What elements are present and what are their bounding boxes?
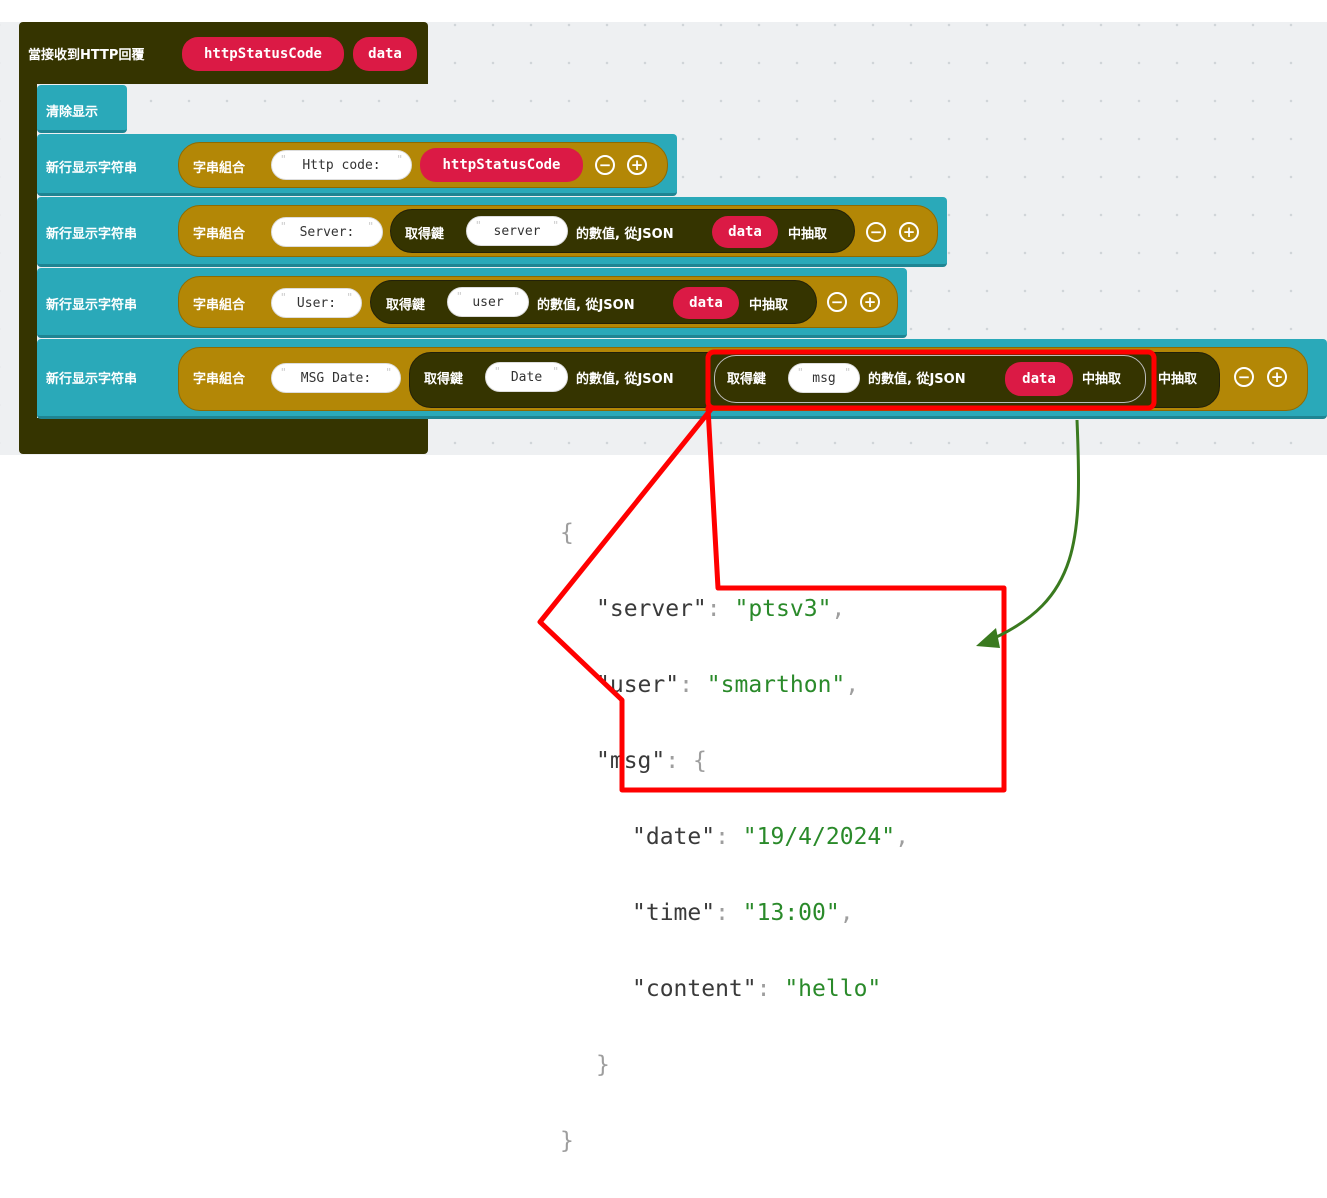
from-json-label: 的數值, 從JSON — [537, 298, 635, 313]
plus-button[interactable]: + — [1267, 367, 1287, 387]
extract-label: 中抽取 — [788, 227, 828, 242]
param-data[interactable]: data — [353, 37, 417, 71]
param-httpstatuscode[interactable]: httpStatusCode — [182, 37, 344, 71]
join-label: 字串組合 — [193, 372, 246, 387]
json-close-brace: } — [560, 1128, 574, 1154]
minus-button[interactable]: − — [827, 292, 847, 312]
minus-button[interactable]: − — [595, 155, 615, 175]
get-key-label: 取得鍵 — [405, 227, 445, 242]
json-line-server: "server": "ptsv3", — [596, 596, 846, 622]
join-label: 字串組合 — [193, 161, 246, 176]
var-httpstatuscode[interactable]: httpStatusCode — [420, 148, 583, 182]
key-server[interactable]: server — [466, 216, 568, 246]
string-msg-date[interactable]: MSG Date: — [271, 363, 401, 393]
json-inner-close-brace: } — [596, 1052, 610, 1078]
key-date[interactable]: Date — [485, 362, 568, 392]
json-line-time: "time": "13:00", — [632, 900, 854, 926]
clear-display-label: 清除显示 — [46, 105, 99, 120]
extract-label: 中抽取 — [749, 298, 789, 313]
var-data[interactable]: data — [1005, 362, 1073, 396]
json-line-msg: "msg": { — [596, 748, 707, 774]
event-block-body — [19, 84, 37, 424]
plus-button[interactable]: + — [627, 155, 647, 175]
clear-display-block[interactable] — [37, 85, 127, 133]
event-title: 當接收到HTTP回覆 — [28, 48, 145, 63]
join-label: 字串組合 — [193, 298, 246, 313]
json-open-brace: { — [560, 520, 574, 546]
get-key-label: 取得鍵 — [727, 372, 767, 387]
json-line-date: "date": "19/4/2024", — [632, 824, 909, 850]
key-msg[interactable]: msg — [788, 363, 860, 393]
string-server[interactable]: Server: — [271, 217, 383, 247]
var-data[interactable]: data — [712, 216, 778, 248]
from-json-label: 的數值, 從JSON — [576, 372, 674, 387]
from-json-label: 的數值, 從JSON — [868, 372, 966, 387]
minus-button[interactable]: − — [866, 222, 886, 242]
extract-label: 中抽取 — [1158, 372, 1198, 387]
var-data[interactable]: data — [673, 287, 739, 319]
json-line-content: "content": "hello" — [632, 976, 882, 1002]
from-json-label: 的數值, 從JSON — [576, 227, 674, 242]
plus-button[interactable]: + — [899, 222, 919, 242]
string-user[interactable]: User: — [271, 288, 362, 318]
key-user[interactable]: user — [447, 287, 529, 317]
json-line-user: "user": "smarthon", — [596, 672, 860, 698]
plus-button[interactable]: + — [860, 292, 880, 312]
show-string-label: 新行显示字符串 — [46, 372, 138, 387]
json-get-block-user[interactable] — [370, 280, 817, 324]
show-string-label: 新行显示字符串 — [46, 298, 138, 313]
minus-button[interactable]: − — [1234, 367, 1254, 387]
get-key-label: 取得鍵 — [386, 298, 426, 313]
extract-label: 中抽取 — [1082, 372, 1122, 387]
get-key-label: 取得鍵 — [424, 372, 464, 387]
event-block-bottom — [19, 418, 428, 454]
join-label: 字串組合 — [193, 227, 246, 242]
arrow-head-icon — [976, 628, 1000, 648]
json-preview: { "server": "ptsv3", "user": "smarthon",… — [560, 476, 909, 1198]
show-string-label: 新行显示字符串 — [46, 227, 138, 242]
show-string-label: 新行显示字符串 — [46, 161, 138, 176]
string-http-code[interactable]: Http code: — [271, 150, 412, 180]
